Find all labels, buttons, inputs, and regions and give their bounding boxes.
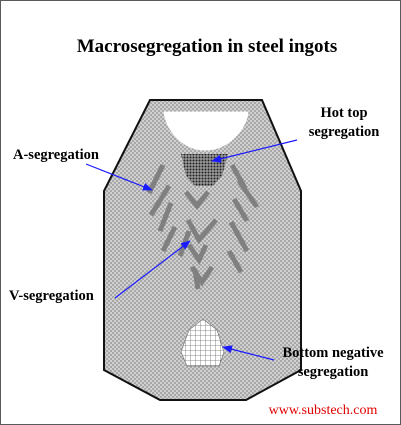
- diagram-title: Macrosegregation in steel ingots: [77, 36, 338, 57]
- v-streak: [186, 243, 209, 266]
- shrinkage-cavity: [163, 111, 249, 151]
- hot-top-label-line1: Hot top: [320, 105, 367, 121]
- a-streak: [157, 202, 174, 232]
- v-segregation-arrow: [114, 240, 191, 299]
- hot-top-label-line2: segregation: [309, 124, 380, 140]
- a-segregation-label: A-segregation: [13, 147, 99, 163]
- a-streak: [226, 249, 244, 274]
- bottom-arrow: [222, 345, 275, 361]
- hot-top-arrow: [211, 139, 298, 163]
- bottom-negative-segregation-zone: [180, 318, 225, 367]
- v-streak: [192, 269, 201, 290]
- bottom-label-line1: Bottom negative: [282, 345, 384, 361]
- v-streak: [185, 218, 218, 245]
- v-segregation-label: V-segregation: [9, 288, 94, 304]
- bottom-label-line2: segregation: [298, 364, 369, 380]
- a-streak: [160, 225, 178, 253]
- v-streak: [184, 190, 210, 211]
- website-link[interactable]: www.substech.com: [269, 403, 378, 418]
- a-streak: [228, 220, 250, 253]
- a-segregation-arrow: [85, 163, 153, 191]
- a-streak: [236, 179, 260, 209]
- a-streak: [231, 197, 250, 223]
- a-streak: [148, 184, 172, 217]
